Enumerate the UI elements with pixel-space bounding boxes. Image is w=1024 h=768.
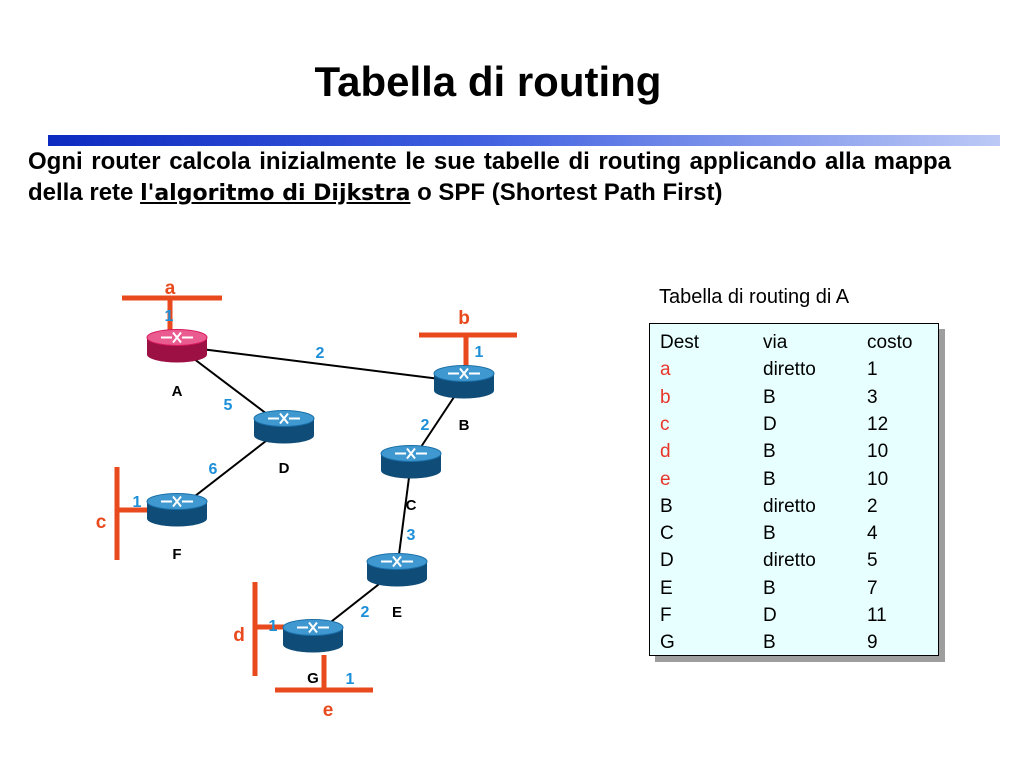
- intro-text-end: o SPF (Shortest Path First): [410, 179, 723, 206]
- lan-label-e: e: [323, 700, 334, 721]
- cell-cost: 11: [867, 605, 887, 626]
- cell-cost: 7: [867, 577, 878, 599]
- table-row: E B 7: [650, 575, 940, 602]
- lan-label-c: c: [96, 512, 107, 533]
- cell-via: D: [763, 605, 777, 626]
- router-icon-A: [146, 329, 208, 363]
- dijkstra-link[interactable]: l'algoritmo di Dijkstra: [140, 181, 411, 206]
- table-row: d B 10: [650, 438, 940, 465]
- lan-cost-a: 1: [165, 308, 174, 325]
- cell-cost: 3: [867, 386, 878, 408]
- title-underline-bar: [48, 135, 1000, 146]
- link-cost-B-C: 2: [421, 417, 430, 434]
- table-row: G B 9: [650, 629, 940, 656]
- lan-cost-c: 1: [133, 494, 142, 511]
- router-arrows-icon: [395, 447, 427, 460]
- router-label-D: D: [279, 460, 290, 477]
- cell-dest: D: [660, 550, 674, 572]
- router-label-G: G: [307, 670, 319, 687]
- cell-via: B: [763, 386, 776, 408]
- cell-dest: b: [660, 386, 671, 408]
- cell-dest: F: [660, 605, 672, 626]
- router-arrows-icon: [161, 495, 193, 508]
- header-via: via: [763, 332, 788, 353]
- link-cost-D-F: 6: [209, 461, 218, 478]
- cell-via: B: [763, 523, 776, 545]
- cell-cost: 10: [867, 468, 889, 490]
- cell-via: B: [763, 577, 776, 599]
- cell-dest: e: [660, 468, 671, 490]
- cell-cost: 2: [867, 495, 878, 517]
- cell-via: D: [763, 413, 777, 435]
- link-cost-E-G: 2: [361, 604, 370, 621]
- link-C-E: [396, 461, 412, 571]
- cell-via: diretto: [763, 359, 816, 381]
- lan-label-b: b: [458, 308, 470, 329]
- header-cost: costo: [867, 332, 913, 353]
- cell-cost: 1: [867, 359, 878, 381]
- cell-via: B: [763, 468, 776, 490]
- router-label-B: B: [459, 417, 470, 434]
- router-icon-D: [253, 410, 315, 444]
- router-label-E: E: [392, 604, 402, 621]
- cell-cost: 12: [867, 413, 889, 435]
- router-icon-C: [380, 445, 442, 479]
- router-arrows-icon: [297, 621, 329, 634]
- cell-dest: E: [660, 577, 673, 599]
- cell-dest: C: [660, 523, 674, 545]
- cell-via: diretto: [763, 550, 816, 572]
- router-arrows-icon: [448, 367, 480, 380]
- cell-via: diretto: [763, 495, 816, 517]
- table-row: e B 10: [650, 466, 940, 493]
- router-arrows-icon: [268, 412, 300, 425]
- link-cost-C-E: 3: [407, 527, 416, 544]
- cell-cost: 4: [867, 523, 878, 545]
- lan-label-d: d: [233, 625, 245, 646]
- header-dest: Dest: [660, 332, 700, 353]
- cell-dest: c: [660, 413, 670, 435]
- cell-dest: B: [660, 495, 673, 517]
- cell-via: B: [763, 632, 776, 654]
- lan-cost-b: 1: [475, 344, 484, 361]
- intro-text-start: Ogni router calcola inizialmente le sue …: [28, 148, 951, 206]
- cell-dest: G: [660, 632, 675, 654]
- router-icon-E: [366, 553, 428, 587]
- link-cost-A-B: 2: [316, 345, 325, 362]
- router-icon-G: [282, 619, 344, 653]
- router-arrows-icon: [381, 555, 413, 568]
- cell-dest: a: [660, 359, 671, 381]
- lan-cost-d: 1: [269, 618, 278, 635]
- router-icon-B: [433, 365, 495, 399]
- routing-table-caption: Tabella di routing di A: [659, 286, 850, 308]
- cell-via: B: [763, 441, 776, 463]
- lan-label-a: a: [165, 278, 176, 299]
- router-arrows-icon: [161, 331, 193, 344]
- table-row: b B 3: [650, 384, 940, 411]
- table-row: F D 11: [650, 602, 940, 629]
- router-label-A: A: [172, 383, 183, 400]
- cell-cost: 5: [867, 550, 878, 572]
- link-cost-A-D: 5: [224, 397, 233, 414]
- table-row: c D 12: [650, 411, 940, 438]
- table-row: a diretto 1: [650, 356, 940, 383]
- cell-cost: 10: [867, 441, 889, 463]
- link-A-B: [176, 345, 465, 383]
- router-icon-F: [146, 493, 208, 527]
- lan-cost-e: 1: [346, 671, 355, 688]
- routing-table-header: Dest via costo: [650, 329, 940, 356]
- page-title: Tabella di routing: [314, 58, 662, 105]
- table-row: C B 4: [650, 520, 940, 547]
- cell-cost: 9: [867, 632, 878, 654]
- router-label-C: C: [406, 497, 417, 514]
- intro-paragraph: Ogni router calcola inizialmente le sue …: [28, 146, 951, 209]
- cell-dest: d: [660, 441, 671, 463]
- router-label-F: F: [172, 546, 181, 563]
